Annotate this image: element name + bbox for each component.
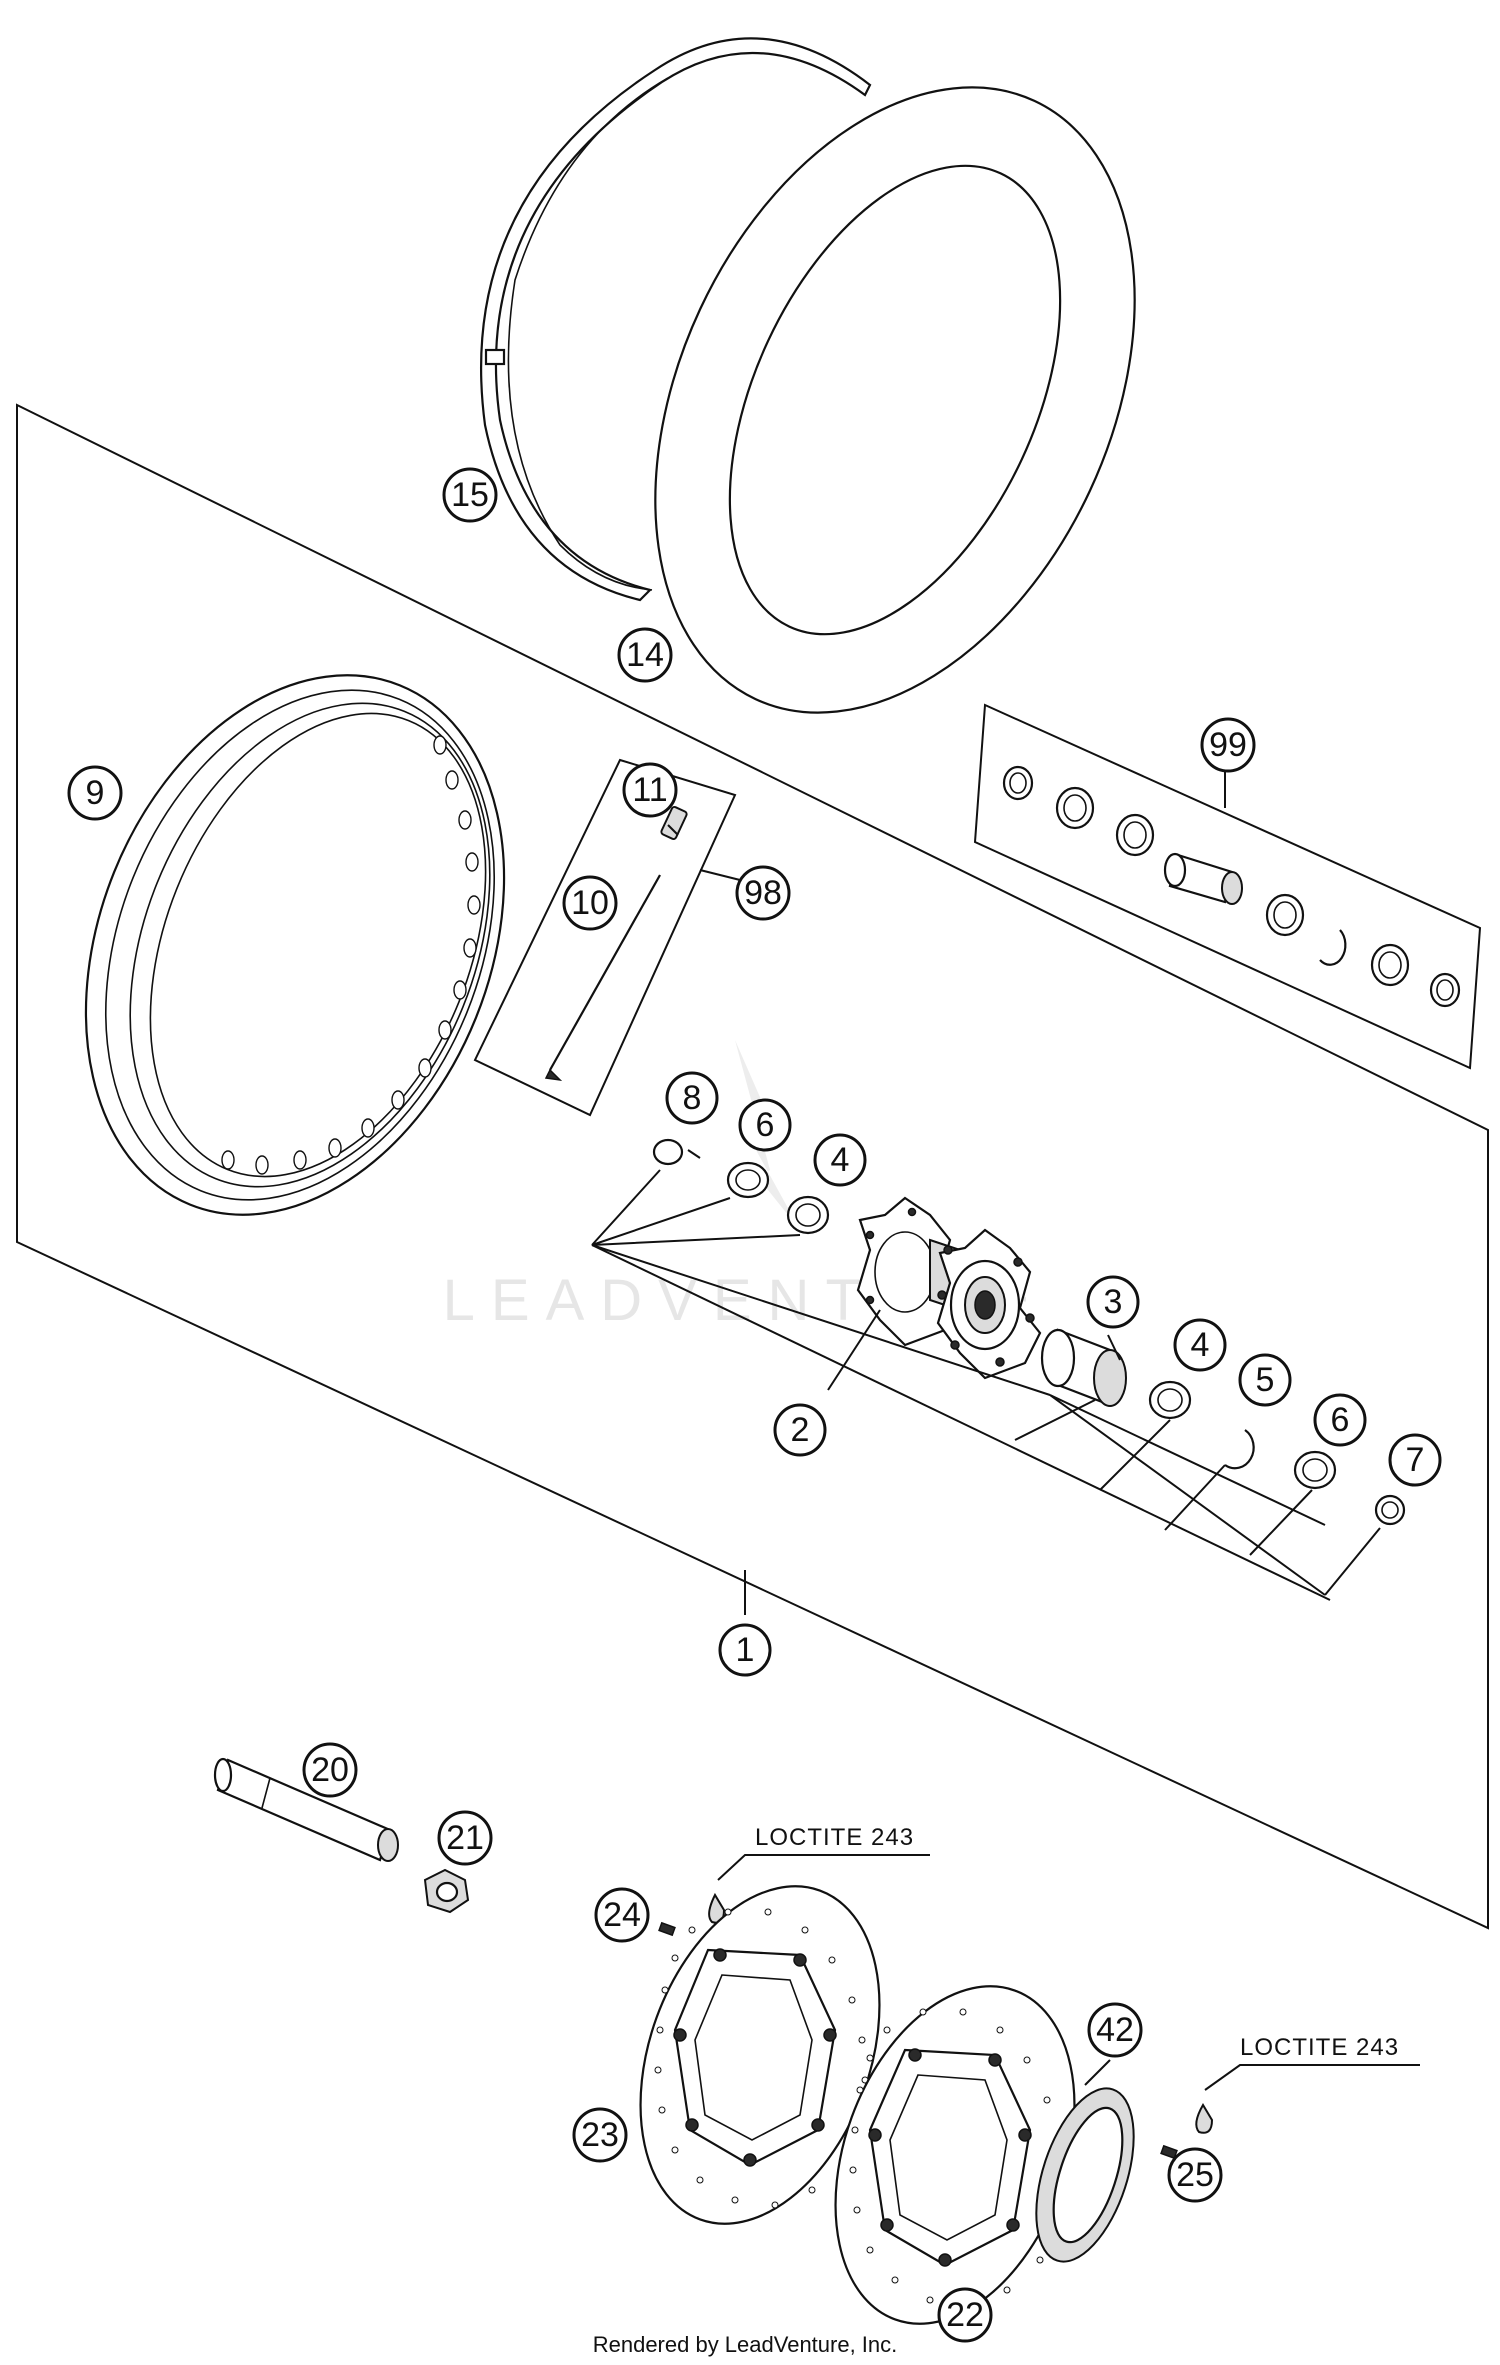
svg-text:5: 5 xyxy=(1256,1361,1275,1399)
footer-credit: Rendered by LeadVenture, Inc. xyxy=(593,2332,898,2357)
rim-9 xyxy=(84,674,506,1216)
svg-text:11: 11 xyxy=(632,771,667,809)
callout-22: 22 xyxy=(937,2287,993,2343)
brake-disc-22 xyxy=(834,1985,1076,2325)
callout-10: 10 xyxy=(562,875,618,931)
callout-14: 14 xyxy=(617,627,673,683)
callout-8: 8 xyxy=(665,1071,719,1125)
svg-text:1: 1 xyxy=(736,1631,755,1669)
hub-right-parts xyxy=(591,1244,1406,1615)
callout-4a: 4 xyxy=(813,1133,867,1187)
svg-text:23: 23 xyxy=(581,2116,619,2154)
tire-14 xyxy=(654,86,1136,714)
brake-disc-23 xyxy=(639,1885,881,2225)
callout-6b: 6 xyxy=(1313,1393,1367,1447)
callout-25: 25 xyxy=(1167,2147,1223,2203)
svg-text:8: 8 xyxy=(683,1079,702,1117)
callout-1: 1 xyxy=(718,1623,772,1677)
callout-15: 15 xyxy=(442,467,498,523)
bearing-kit-99 xyxy=(973,703,1482,1070)
hub-2 xyxy=(856,1196,1042,1380)
callout-5: 5 xyxy=(1238,1353,1292,1407)
svg-text:4: 4 xyxy=(1191,1326,1210,1364)
callout-98: 98 xyxy=(735,865,791,921)
spoke-kit-98 xyxy=(473,758,741,1117)
svg-text:15: 15 xyxy=(451,476,489,514)
screw-24 xyxy=(658,1854,930,1937)
callouts: 1 2 3 4 4 5 6 6 7 8 9 10 11 14 15 20 21 … xyxy=(67,467,1442,2343)
nut-21 xyxy=(423,1868,470,1914)
svg-text:24: 24 xyxy=(603,1896,641,1934)
screw-25 xyxy=(1160,2064,1420,2160)
axle-20 xyxy=(213,1757,399,1862)
callout-7: 7 xyxy=(1388,1433,1442,1487)
svg-text:99: 99 xyxy=(1209,726,1247,764)
svg-text:2: 2 xyxy=(791,1411,810,1449)
svg-text:42: 42 xyxy=(1096,2011,1134,2049)
svg-text:20: 20 xyxy=(311,1751,349,1789)
callout-24: 24 xyxy=(594,1887,650,1943)
svg-text:21: 21 xyxy=(446,1819,484,1857)
svg-text:3: 3 xyxy=(1104,1283,1123,1321)
svg-text:14: 14 xyxy=(626,636,664,674)
rim-tape-15 xyxy=(479,37,872,602)
loctite-note-1: LOCTITE 243 xyxy=(755,1824,914,1851)
svg-text:25: 25 xyxy=(1176,2156,1214,2194)
callout-11: 11 xyxy=(622,762,678,818)
callout-42: 42 xyxy=(1087,2002,1143,2058)
callout-23: 23 xyxy=(572,2107,628,2163)
svg-text:98: 98 xyxy=(744,874,782,912)
svg-text:6: 6 xyxy=(1331,1401,1350,1439)
hub-left-parts xyxy=(591,1138,1051,1396)
callout-99: 99 xyxy=(1200,717,1256,773)
svg-text:10: 10 xyxy=(571,884,609,922)
svg-text:9: 9 xyxy=(86,774,105,812)
callout-21: 21 xyxy=(437,1810,493,1866)
svg-text:4: 4 xyxy=(831,1141,850,1179)
callout-9: 9 xyxy=(67,765,123,821)
svg-text:7: 7 xyxy=(1406,1441,1425,1479)
sensor-ring-42 xyxy=(1035,2059,1135,2263)
assembly-frame-1 xyxy=(16,403,1489,1930)
callout-6a: 6 xyxy=(738,1098,792,1152)
svg-text:6: 6 xyxy=(756,1106,775,1144)
callout-2: 2 xyxy=(773,1403,827,1457)
svg-text:22: 22 xyxy=(946,2296,984,2334)
loctite-note-2: LOCTITE 243 xyxy=(1240,2034,1399,2061)
callout-4b: 4 xyxy=(1173,1318,1227,1372)
callout-3: 3 xyxy=(1086,1275,1140,1329)
callout-20: 20 xyxy=(302,1742,358,1798)
